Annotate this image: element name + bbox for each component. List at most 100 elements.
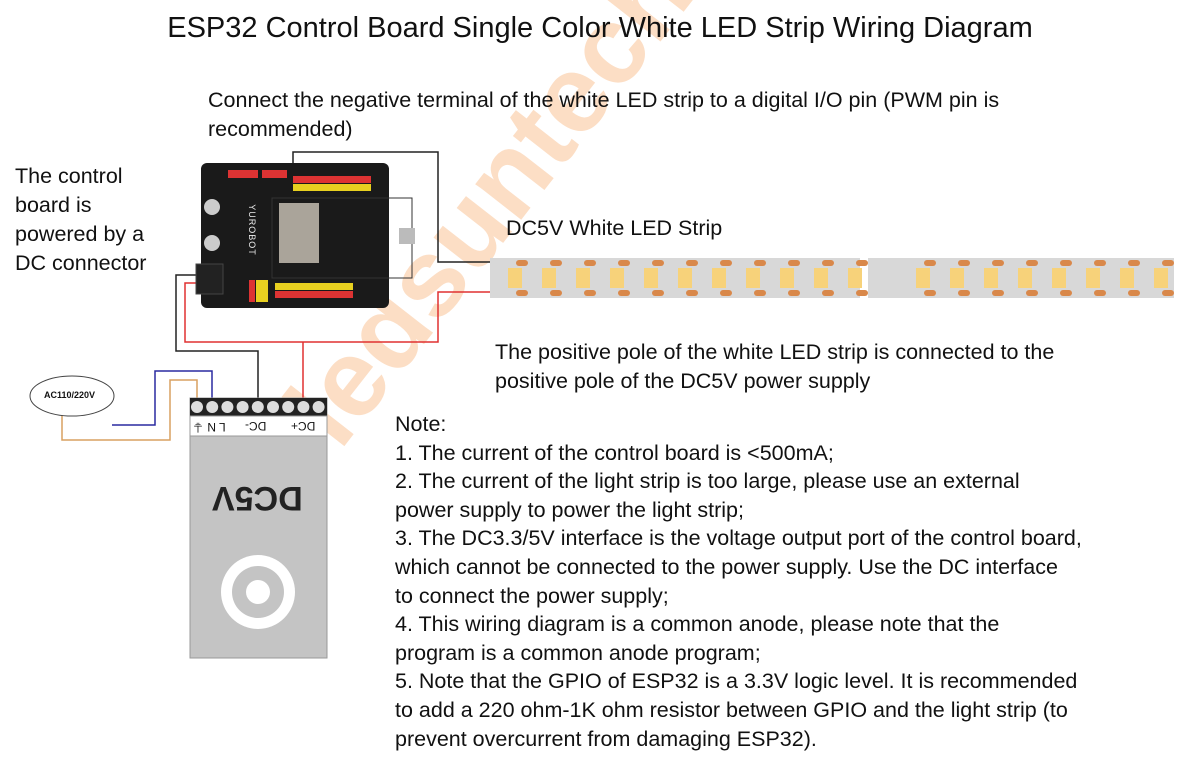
strip-label: DC5V White LED Strip bbox=[506, 216, 723, 240]
solder-pad bbox=[992, 260, 1004, 266]
positive-label: The positive pole of the white LED strip… bbox=[495, 338, 1054, 396]
wire-blue-n bbox=[112, 370, 213, 426]
solder-pad bbox=[652, 260, 664, 266]
note-line: Note: bbox=[395, 412, 447, 436]
esp32-control-board bbox=[195, 163, 415, 308]
power-supply bbox=[189, 397, 328, 659]
solder-pad bbox=[788, 260, 800, 266]
ac-source bbox=[29, 375, 115, 417]
led-chip bbox=[746, 268, 760, 288]
solder-pad bbox=[822, 260, 834, 266]
solder-pad bbox=[550, 290, 562, 296]
led-chip bbox=[1086, 268, 1100, 288]
solder-pad bbox=[686, 260, 698, 266]
solder-pad bbox=[516, 290, 528, 296]
terminal-dc-minus: DC- bbox=[245, 419, 267, 433]
led-chip bbox=[916, 268, 930, 288]
wire-black-dcminus bbox=[175, 274, 259, 402]
led-chip bbox=[780, 268, 794, 288]
led-chip bbox=[576, 268, 590, 288]
positive-label-line: The positive pole of the white LED strip… bbox=[495, 340, 1055, 364]
led-chip bbox=[542, 268, 556, 288]
led-chip bbox=[678, 268, 692, 288]
solder-pad bbox=[958, 260, 970, 266]
led-chip bbox=[1018, 268, 1032, 288]
note-line: program is a common anode program; bbox=[395, 640, 761, 665]
solder-pad bbox=[1094, 260, 1106, 266]
solder-pad bbox=[1060, 260, 1072, 266]
wire-red-strip-positive bbox=[184, 282, 492, 343]
led-chip bbox=[712, 268, 726, 288]
solder-pad bbox=[550, 260, 562, 266]
solder-pad bbox=[856, 260, 868, 266]
note-line: 3. The DC3.3/5V interface is the voltage… bbox=[395, 526, 1082, 551]
notes: Note: 1. The current of the control boar… bbox=[395, 410, 1185, 753]
solder-pad bbox=[1060, 290, 1072, 296]
power-label-line: DC connector bbox=[15, 251, 147, 275]
solder-pad bbox=[652, 290, 664, 296]
negative-label-line: recommended) bbox=[208, 117, 353, 141]
solder-pad bbox=[1162, 260, 1174, 266]
solder-pad bbox=[1128, 260, 1140, 266]
led-chip bbox=[814, 268, 828, 288]
led-chip bbox=[1120, 268, 1134, 288]
terminal-screw bbox=[282, 401, 295, 413]
solder-pad bbox=[754, 260, 766, 266]
led-chip bbox=[644, 268, 658, 288]
negative-label: Connect the negative terminal of the whi… bbox=[208, 86, 999, 144]
led-strip bbox=[490, 258, 1174, 298]
solder-pad bbox=[618, 260, 630, 266]
solder-pad bbox=[1128, 290, 1140, 296]
led-chip bbox=[984, 268, 998, 288]
solder-pad bbox=[584, 290, 596, 296]
led-chip bbox=[950, 268, 964, 288]
board-brand-label: YUROBOT bbox=[246, 204, 257, 256]
positive-label-line: positive pole of the DC5V power supply bbox=[495, 369, 871, 393]
note-line: to add a 220 ohm-1K ohm resistor between… bbox=[395, 697, 1068, 722]
solder-pad bbox=[788, 290, 800, 296]
solder-pad bbox=[1026, 290, 1038, 296]
ac-label: AC110/220V bbox=[44, 390, 96, 400]
solder-pad bbox=[992, 290, 1004, 296]
note-line: power supply to power the light strip; bbox=[395, 497, 744, 522]
terminal-screw bbox=[221, 401, 234, 413]
led-chip bbox=[610, 268, 624, 288]
terminal-screw bbox=[251, 401, 264, 413]
note-line: which cannot be connected to the power s… bbox=[395, 554, 1058, 579]
led-chip bbox=[1052, 268, 1066, 288]
solder-pad bbox=[1162, 290, 1174, 296]
solder-pad bbox=[516, 260, 528, 266]
terminal-screw bbox=[267, 401, 279, 413]
solder-pad bbox=[958, 290, 970, 296]
power-label: The control board is powered by a DC con… bbox=[15, 162, 146, 278]
power-label-line: powered by a bbox=[15, 222, 145, 246]
solder-pad bbox=[720, 260, 732, 266]
psu-label: DC5V bbox=[212, 479, 303, 517]
wire-orange-l bbox=[61, 379, 198, 441]
led-chip bbox=[508, 268, 522, 288]
terminal-l-n-ground: L N ⏚ bbox=[192, 420, 226, 434]
solder-pad bbox=[924, 290, 936, 296]
wire-black-gpio bbox=[292, 151, 492, 263]
terminal-screw bbox=[191, 401, 203, 413]
note-line: 5. Note that the GPIO of ESP32 is a 3.3V… bbox=[395, 669, 1078, 694]
note-line: to connect the power supply; bbox=[395, 583, 669, 608]
solder-pad bbox=[924, 260, 936, 266]
terminal-screw bbox=[297, 401, 310, 413]
solder-pad bbox=[584, 260, 596, 266]
terminal-screw bbox=[312, 401, 325, 413]
terminal-screw bbox=[206, 401, 219, 413]
power-label-line: The control bbox=[15, 164, 123, 188]
negative-label-line: Connect the negative terminal of the whi… bbox=[208, 88, 1000, 112]
note-line: prevent overcurrent from damaging ESP32)… bbox=[395, 726, 817, 751]
page-title: ESP32 Control Board Single Color White L… bbox=[167, 12, 1033, 44]
solder-pad bbox=[822, 290, 834, 296]
led-chip bbox=[1154, 268, 1168, 288]
solder-pad bbox=[618, 290, 630, 296]
power-label-line: board is bbox=[15, 193, 92, 217]
terminal-dc-plus: DC+ bbox=[291, 419, 316, 433]
note-line: 2. The current of the light strip is too… bbox=[395, 469, 1020, 494]
solder-pad bbox=[1026, 260, 1038, 266]
